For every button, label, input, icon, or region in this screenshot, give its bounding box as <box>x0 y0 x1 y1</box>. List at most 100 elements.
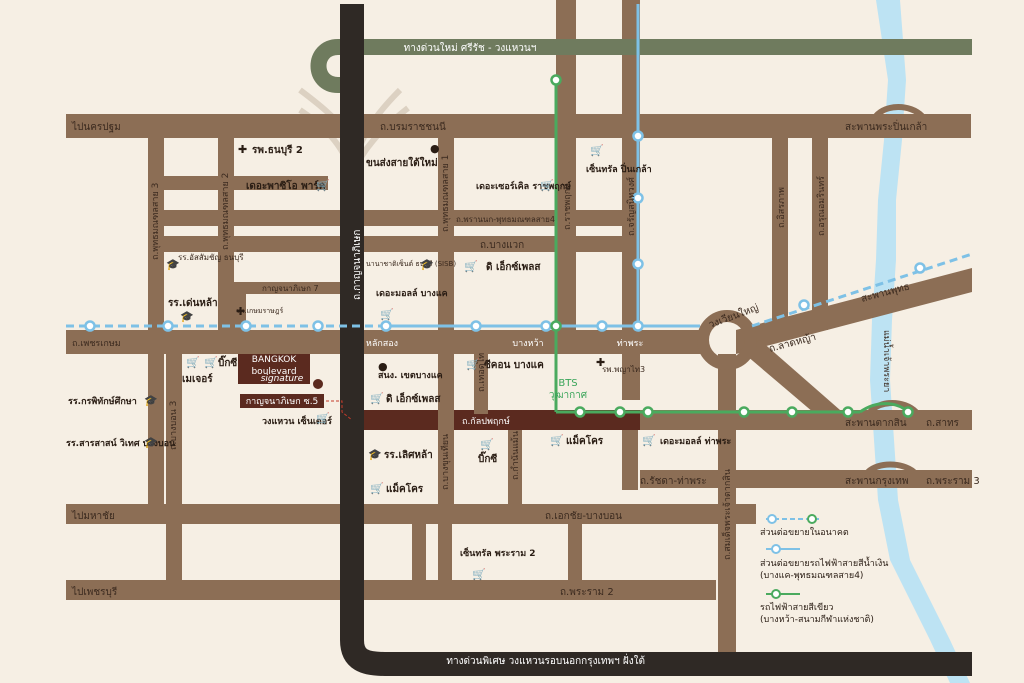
poi-labels: รพ.ธนบุรี 2 เดอะพาซิโอ พาร์ค ขนส่งสายใต้… <box>66 144 731 559</box>
label-expressway-bottom: ทางด่วนพิเศษ วงแหวนรอบนอกกรุงเทพฯ ฝั่งใต… <box>446 653 645 667</box>
road-left-bottom <box>166 524 182 594</box>
chao-phraya-river <box>870 0 970 683</box>
cart-icon: 🛒 <box>540 179 554 192</box>
label-bang-wa: บางหว้า <box>512 338 543 349</box>
label-ratchada-thapra: ถ.รัชดา-ท่าพระ <box>640 476 707 487</box>
poi-index-2: ดิ เอ็กซ์เพลส <box>386 391 441 405</box>
poi-paseo-park: เดอะพาซิโอ พาร์ค <box>246 179 326 192</box>
road-ekkachai <box>66 504 756 524</box>
label-expressway-top: ทางด่วนใหม่ ศรีรัช - วงแหวนฯ <box>404 42 537 54</box>
station-dot <box>632 320 644 332</box>
poi-phyathai3: รพ.พญาไท3 <box>602 365 645 374</box>
horizontal-roads <box>66 114 972 600</box>
road-bangbon3 <box>166 354 182 524</box>
roundabout-wongwian-yai <box>697 310 757 370</box>
cart-icon: 🛒 <box>204 356 218 369</box>
project-marker[interactable]: BANGKOK boulevard signature กาญจนาภิเษก … <box>238 354 353 421</box>
cart-icon: 🛒 <box>316 412 330 425</box>
poi-seacon: ซีคอน บางแค <box>484 359 544 371</box>
label-rama3: ถ.พระราม 3 <box>926 476 980 487</box>
poi-icons: ✚ ✚ ✚ ● 🛒 🛒 🛒 🛒 🛒 🛒 🛒 🛒 🛒 🛒 🛒 🛒 🛒 🛒 🛒 🎓 … <box>144 142 656 581</box>
poi-district-office: สนง. เขตบางแค <box>378 371 443 381</box>
legend-green-1: รถไฟฟ้าสายสีเขียว <box>760 602 833 613</box>
poi-makro-2: แม็คโคร <box>386 481 424 495</box>
label-chao-phraya: แม่น้ำเจ้าพระยา <box>881 330 894 392</box>
label-arun-amarin: ถ.อรุณอมรินทร์ <box>815 176 827 236</box>
project-name: boulevard <box>251 367 296 377</box>
poi-makro-3: แม็คโคร <box>566 433 604 447</box>
bridge-pinklao-arc <box>873 104 925 119</box>
label-itsaraphap: ถ.อิสรภาพ <box>776 187 787 228</box>
label-kanchanaphisek-v: ถ.กาญจนาภิเษก <box>352 230 363 300</box>
cart-icon: 🛒 <box>590 144 604 157</box>
road-phutthamonthon2 <box>218 138 234 338</box>
hospital-icon: ✚ <box>236 305 245 318</box>
label-charansanitwong: ถ.จรัญสนิทวงศ์ <box>625 177 637 236</box>
poi-sisb: นานาชาติเซ็นต์ ธนบุรี (SISB) <box>366 259 456 268</box>
cart-icon: 🛒 <box>370 392 384 405</box>
cart-icon: 🛒 <box>380 308 394 321</box>
cart-icon: 🛒 <box>316 179 330 192</box>
project-top-label: BANGKOK <box>252 355 298 365</box>
label-rama2: ถ.พระราม 2 <box>560 587 614 598</box>
label-phutthamonthon3: ถ.พุทธมณฑลสาย 3 <box>151 183 161 260</box>
blue-line <box>66 4 973 328</box>
station-dot <box>470 320 482 332</box>
label-pinklao-bridge: สะพานพระปิ่นเกล้า <box>845 119 927 133</box>
station-dot <box>162 320 174 332</box>
station-dot <box>738 406 750 418</box>
station-dot <box>312 320 324 332</box>
legend-future: ส่วนต่อขยายในอนาคต <box>760 527 849 538</box>
label-thoet-thai: ถ.เทอดไท <box>476 353 487 392</box>
label-lak-song: หลักสอง <box>366 339 398 349</box>
poi-index-living: ดิ เอ็กซ์เพลส <box>486 259 541 273</box>
road-arun-amarin <box>812 138 828 330</box>
cart-icon: 🛒 <box>472 568 486 581</box>
label-bang-waek: ถ.บางแวก <box>480 240 524 251</box>
station-dot <box>632 130 644 142</box>
road-itsaraphap <box>772 138 788 330</box>
label-to-nakhon-pathom: ไปนครปฐม <box>71 121 121 133</box>
poi-major: เมเจอร์ <box>182 373 213 385</box>
legend-green-2: (บางหว้า-สนามกีฬาแห่งชาติ) <box>760 614 874 625</box>
bridge-krungthep-arc <box>865 461 916 475</box>
road-kanlapaphruek <box>340 410 640 430</box>
road-somdet <box>718 354 736 664</box>
station-dot <box>596 320 608 332</box>
road-rama2 <box>66 580 716 600</box>
poi-central-rama2: เซ็นทรัล พระราม 2 <box>460 546 536 559</box>
label-phutthamonthon1: ถ.พุทธมณฑลสาย 1 <box>441 155 451 232</box>
dot-icon: ● <box>430 142 440 155</box>
road-kanchanaphisek7 <box>218 282 348 294</box>
poi-hospital-thonburi2: รพ.ธนบุรี 2 <box>252 144 303 156</box>
label-kanlapaphruek: ถ.กัลปพฤกษ์ <box>462 415 510 427</box>
school-icon: 🎓 <box>144 394 158 407</box>
cart-icon: 🛒 <box>466 358 480 371</box>
road-mid-connector <box>412 524 426 594</box>
poi-kasemrad: รพ.เกษมราษฎร์ <box>236 307 283 315</box>
station-labels: หลักสอง บางหว้า ท่าพระ BTS วุฒากาศ <box>366 338 644 401</box>
school-icon: 🎓 <box>368 448 382 461</box>
access-route <box>326 400 353 421</box>
cart-icon: 🛒 <box>186 356 200 369</box>
school-icon: 🎓 <box>180 310 194 323</box>
poi-circle-ratchaphruek: เดอะเซอร์เคิล ราชพฤกษ์ <box>476 180 571 192</box>
label-ratchaphruek: ถ.ราชพฤกษ์ <box>561 183 573 230</box>
cart-icon: 🛒 <box>550 434 564 447</box>
station-dot <box>84 320 96 332</box>
road-lower-right <box>622 430 638 490</box>
project-script: signature <box>261 374 304 384</box>
vertical-roads <box>148 0 828 664</box>
station-dot <box>914 262 926 274</box>
road-charansanitwong <box>622 0 640 400</box>
label-ekkachai: ถ.เอกชัย-บางบอน <box>545 511 622 522</box>
map-legend: ส่วนต่อขยายในอนาคต ส่วนต่อขยายรถไฟฟ้าสาย… <box>760 514 888 625</box>
expressway-kanchanaphisek <box>340 4 972 676</box>
label-somdet: ถ.สมเด็จพระเจ้าตากสิน <box>720 469 733 560</box>
cart-icon: 🛒 <box>480 438 494 451</box>
legend-blue-2: (บางแค-พุทธมณฑลสาย4) <box>760 571 863 581</box>
road-kamnan-maen <box>508 430 522 520</box>
poi-saraswati: รร.สารสาสน์ วิเทศ บางบอน <box>66 437 176 449</box>
road-bang-waek <box>148 236 628 252</box>
